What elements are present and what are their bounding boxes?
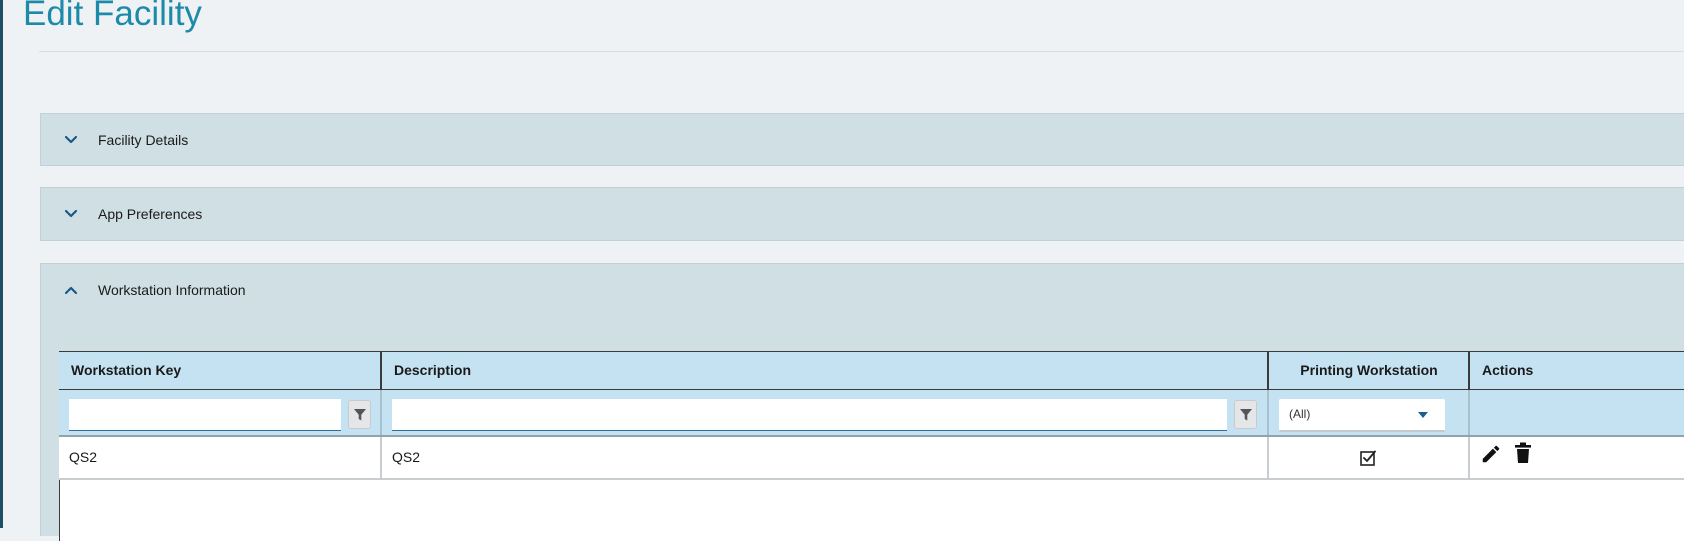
- cell-description: QS2: [392, 449, 421, 465]
- description-filter-button[interactable]: [1234, 400, 1257, 429]
- panel-header-workstation-information[interactable]: Workstation Information: [40, 263, 1684, 317]
- column-header-workstation-key[interactable]: Workstation Key: [71, 362, 182, 378]
- column-header-printing-workstation[interactable]: Printing Workstation: [1300, 362, 1438, 378]
- checkbox-checked-icon: [1360, 450, 1376, 466]
- column-header-description[interactable]: Description: [394, 362, 472, 378]
- workstation-key-filter-input[interactable]: [69, 399, 341, 431]
- panel-header-app-preferences[interactable]: App Preferences: [40, 187, 1684, 241]
- column-divider: [380, 352, 382, 391]
- panel-label-workstation-information: Workstation Information: [98, 282, 246, 298]
- chevron-down-icon: [64, 209, 78, 218]
- description-filter-input[interactable]: [392, 399, 1227, 431]
- grid-header-row: Workstation Key Description Printing Wor…: [59, 351, 1684, 391]
- column-divider: [1267, 352, 1269, 391]
- pencil-icon[interactable]: [1480, 443, 1502, 465]
- column-header-actions: Actions: [1482, 362, 1534, 378]
- triangle-down-icon: [1418, 412, 1428, 418]
- panel-label-app-preferences: App Preferences: [98, 206, 203, 222]
- panel-label-facility-details: Facility Details: [98, 131, 189, 148]
- left-rail: [0, 0, 3, 528]
- printing-workstation-filter-select[interactable]: (All): [1279, 399, 1445, 432]
- page-title: Edit Facility: [23, 0, 202, 33]
- column-divider: [1267, 390, 1269, 435]
- funnel-icon: [1240, 409, 1252, 421]
- column-divider: [1468, 352, 1470, 391]
- column-divider: [1267, 437, 1269, 478]
- chevron-up-icon: [64, 286, 78, 295]
- select-value: (All): [1289, 407, 1311, 421]
- column-divider: [380, 390, 382, 435]
- chevron-down-icon: [64, 135, 78, 143]
- column-divider: [1468, 437, 1470, 478]
- cell-workstation-key: QS2: [69, 449, 98, 465]
- grid-filter-row: (All): [59, 390, 1684, 437]
- title-divider: [39, 51, 1684, 52]
- funnel-icon: [354, 409, 366, 421]
- trash-icon[interactable]: [1513, 442, 1533, 464]
- column-divider: [380, 437, 382, 478]
- workstation-key-filter-button[interactable]: [348, 400, 371, 429]
- workstation-grid: Workstation Key Description Printing Wor…: [59, 351, 1684, 541]
- table-row[interactable]: QS2 QS2: [59, 437, 1684, 480]
- column-divider: [1468, 390, 1470, 435]
- panel-header-facility-details[interactable]: Facility Details: [40, 113, 1684, 166]
